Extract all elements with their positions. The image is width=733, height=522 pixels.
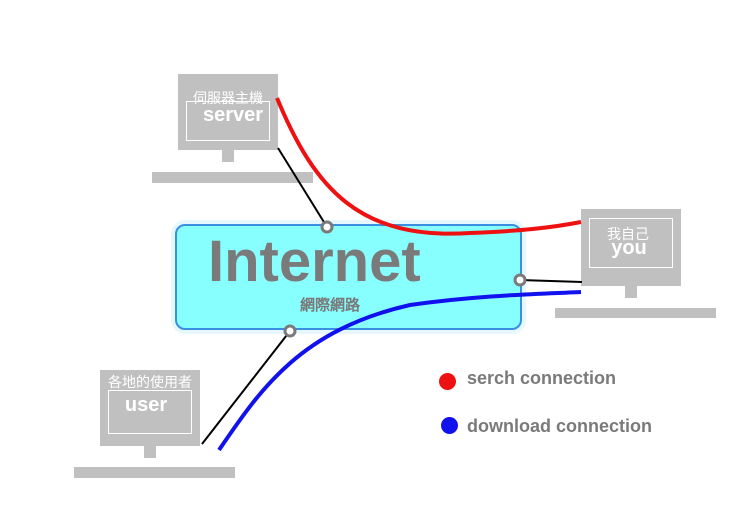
internet-port-bottom — [283, 324, 297, 338]
server-label-en: server — [202, 104, 264, 126]
user-stand — [144, 446, 156, 458]
you-stand — [625, 286, 637, 298]
server-stand — [222, 150, 234, 162]
server-screen — [186, 101, 270, 141]
server-base — [152, 172, 313, 183]
internet-port-right — [513, 273, 527, 287]
you-label-zh: 我自己 — [607, 227, 649, 243]
you-base — [555, 308, 716, 318]
internet-port-top — [320, 220, 334, 234]
download-connection-line — [217, 290, 582, 452]
legend-search-label: serch connection — [467, 368, 617, 388]
server-link-line — [277, 147, 328, 228]
internet-box — [175, 224, 522, 330]
user-base — [74, 467, 235, 478]
you-screen — [589, 218, 673, 268]
legend-download-label: download connection — [467, 416, 652, 436]
user-link-line — [201, 330, 291, 445]
internet-subtitle: 網際網路 — [300, 296, 361, 314]
search-connection-line — [275, 97, 582, 236]
user-label-en: user — [124, 394, 168, 416]
legend-download-dot — [441, 417, 458, 434]
legend-search-dot — [439, 373, 456, 390]
you-label-en: you — [611, 237, 647, 259]
user-screen — [108, 390, 192, 434]
internet-title: Internet — [208, 229, 421, 294]
user-label-zh: 各地的使用者 — [108, 375, 192, 391]
server-label-zh: 伺服器主機 — [193, 91, 263, 107]
you-link-line — [519, 279, 583, 283]
